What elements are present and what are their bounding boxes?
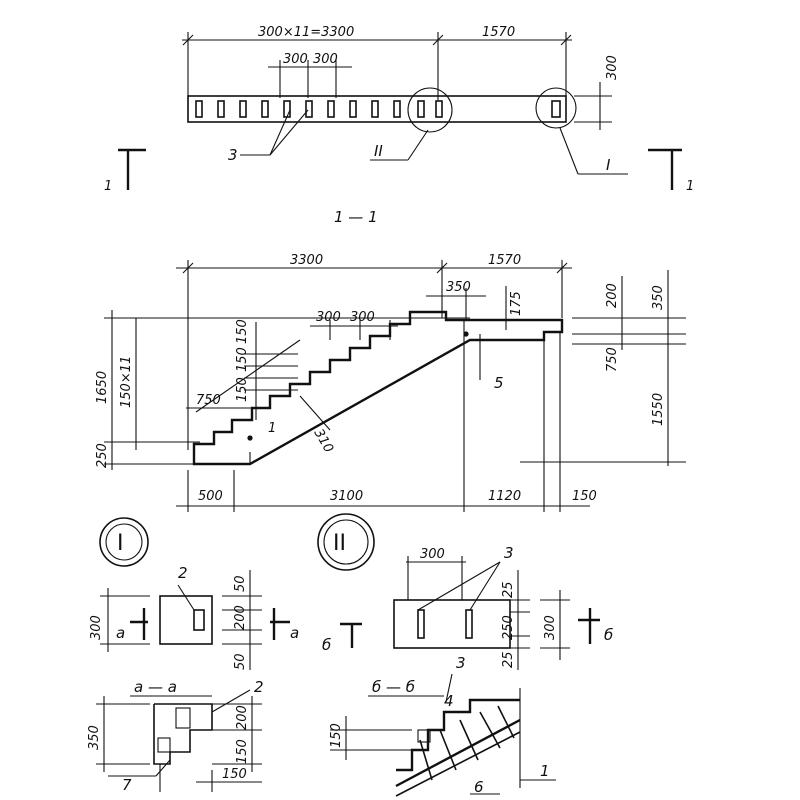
detail-II: II 300 3 25 250 25 300 б б bbox=[317, 513, 613, 670]
detail-II-dim-250: 250 bbox=[501, 615, 516, 640]
detail-II-dim-25-top: 25 bbox=[501, 581, 516, 598]
detail-I-dim-50-top: 50 bbox=[233, 575, 248, 592]
section-aa-title: а — а bbox=[134, 678, 177, 696]
section-aa-callout-2: 2 bbox=[254, 678, 264, 696]
detail-I-badge: I bbox=[117, 531, 124, 556]
section-dim-1650: 1650 bbox=[95, 371, 110, 404]
detail-II-dim-300-r: 300 bbox=[543, 615, 558, 640]
section-aa-dim-150: 150 bbox=[235, 739, 250, 764]
section-bb-callout-6: 6 bbox=[474, 778, 484, 796]
section-hole-lower bbox=[247, 435, 253, 441]
plan-callout-circle-I bbox=[535, 87, 577, 129]
section-aa-dim-350: 350 bbox=[87, 725, 102, 750]
section-dim-350: 350 bbox=[446, 280, 471, 295]
section-1-1: 1 — 1 3300 1570 350 175 200 350 750 1550 bbox=[95, 208, 686, 512]
section-aa-dim-200: 200 bbox=[235, 705, 250, 730]
section-title: 1 — 1 bbox=[334, 208, 378, 226]
plan-treads bbox=[195, 100, 561, 118]
section-dim-run: 3300 bbox=[290, 253, 323, 268]
detail-II-cut-b: б bbox=[322, 636, 331, 654]
section-dim-150-3: 150 bbox=[235, 377, 250, 402]
section-dim-1550: 1550 bbox=[651, 393, 666, 426]
plan-callout-circle-II bbox=[407, 87, 453, 133]
detail-II-dim-300: 300 bbox=[420, 547, 445, 562]
section-bb-steps bbox=[396, 698, 520, 772]
section-dim-150x11: 150×11 bbox=[119, 356, 134, 408]
section-dim-150-1: 150 bbox=[235, 319, 250, 344]
section-bb-callout-3: 3 bbox=[456, 654, 466, 672]
section-bb: б — б 3 4 150 6 1 bbox=[329, 654, 556, 797]
detail-I-slab bbox=[159, 595, 213, 645]
plan-dim-width: 300 bbox=[605, 55, 620, 80]
plan-dim-step-a: 300 bbox=[283, 52, 308, 67]
detail-I-cut-a: a bbox=[116, 624, 125, 642]
section-dim-310: 310 bbox=[311, 427, 336, 456]
plan-cut-right: 1 bbox=[686, 179, 694, 194]
detail-I: I 2 50 200 50 300 a a bbox=[89, 517, 299, 670]
section-bb-callout-1: 1 bbox=[540, 762, 550, 780]
section-dim-150-b: 150 bbox=[572, 489, 597, 504]
section-dim-750-l: 750 bbox=[196, 393, 221, 408]
section-aa: а — а 2 350 200 150 7 150 bbox=[87, 678, 264, 794]
section-bb-callout-4: 4 bbox=[444, 692, 454, 710]
detail-II-callout-3: 3 bbox=[504, 544, 514, 562]
detail-I-dim-300: 300 bbox=[89, 615, 104, 640]
plan-dim-step-b: 300 bbox=[313, 52, 338, 67]
section-dim-250: 250 bbox=[95, 443, 110, 468]
detail-II-cut-b2: б bbox=[604, 626, 613, 644]
detail-II-dim-25-bot: 25 bbox=[501, 651, 516, 668]
plan-callout-I: I bbox=[606, 156, 611, 174]
section-dim-350-r: 350 bbox=[651, 285, 666, 310]
section-dim-500: 500 bbox=[198, 489, 223, 504]
section-callout-5: 5 bbox=[494, 374, 504, 392]
section-dim-200: 200 bbox=[605, 283, 620, 308]
plan-callout-II: II bbox=[374, 142, 383, 160]
plan-slab bbox=[187, 95, 567, 123]
detail-I-cut-a2: a bbox=[290, 624, 299, 642]
detail-I-dim-50-bot: 50 bbox=[233, 653, 248, 670]
plan-dim-landing: 1570 bbox=[482, 25, 515, 40]
plan-cut-left: 1 bbox=[104, 179, 112, 194]
stair-profile bbox=[192, 310, 564, 466]
section-callout-1: 1 bbox=[268, 421, 276, 436]
section-hole-upper bbox=[463, 331, 469, 337]
section-dim-3100: 3100 bbox=[330, 489, 363, 504]
detail-II-badge: II bbox=[333, 531, 346, 556]
section-aa-callout-7: 7 bbox=[122, 776, 132, 794]
detail-I-callout-2: 2 bbox=[178, 564, 188, 582]
plan-dim-total: 300×11=3300 bbox=[258, 25, 354, 40]
section-dim-landing: 1570 bbox=[488, 253, 521, 268]
section-aa-profile bbox=[153, 703, 213, 765]
detail-I-dim-200: 200 bbox=[233, 605, 248, 630]
plan-view: 300×11=3300 1570 300 300 bbox=[104, 25, 694, 194]
plan-callout-3: 3 bbox=[228, 146, 238, 164]
detail-II-slab bbox=[393, 599, 511, 649]
section-dim-1120: 1120 bbox=[488, 489, 521, 504]
section-bb-dim-150: 150 bbox=[329, 723, 344, 748]
section-dim-175: 175 bbox=[509, 291, 524, 316]
section-bb-title: б — б bbox=[372, 678, 415, 696]
section-aa-dim-150-b: 150 bbox=[222, 767, 247, 782]
section-dim-750-r: 750 bbox=[605, 347, 620, 372]
section-dim-150-2: 150 bbox=[235, 347, 250, 372]
